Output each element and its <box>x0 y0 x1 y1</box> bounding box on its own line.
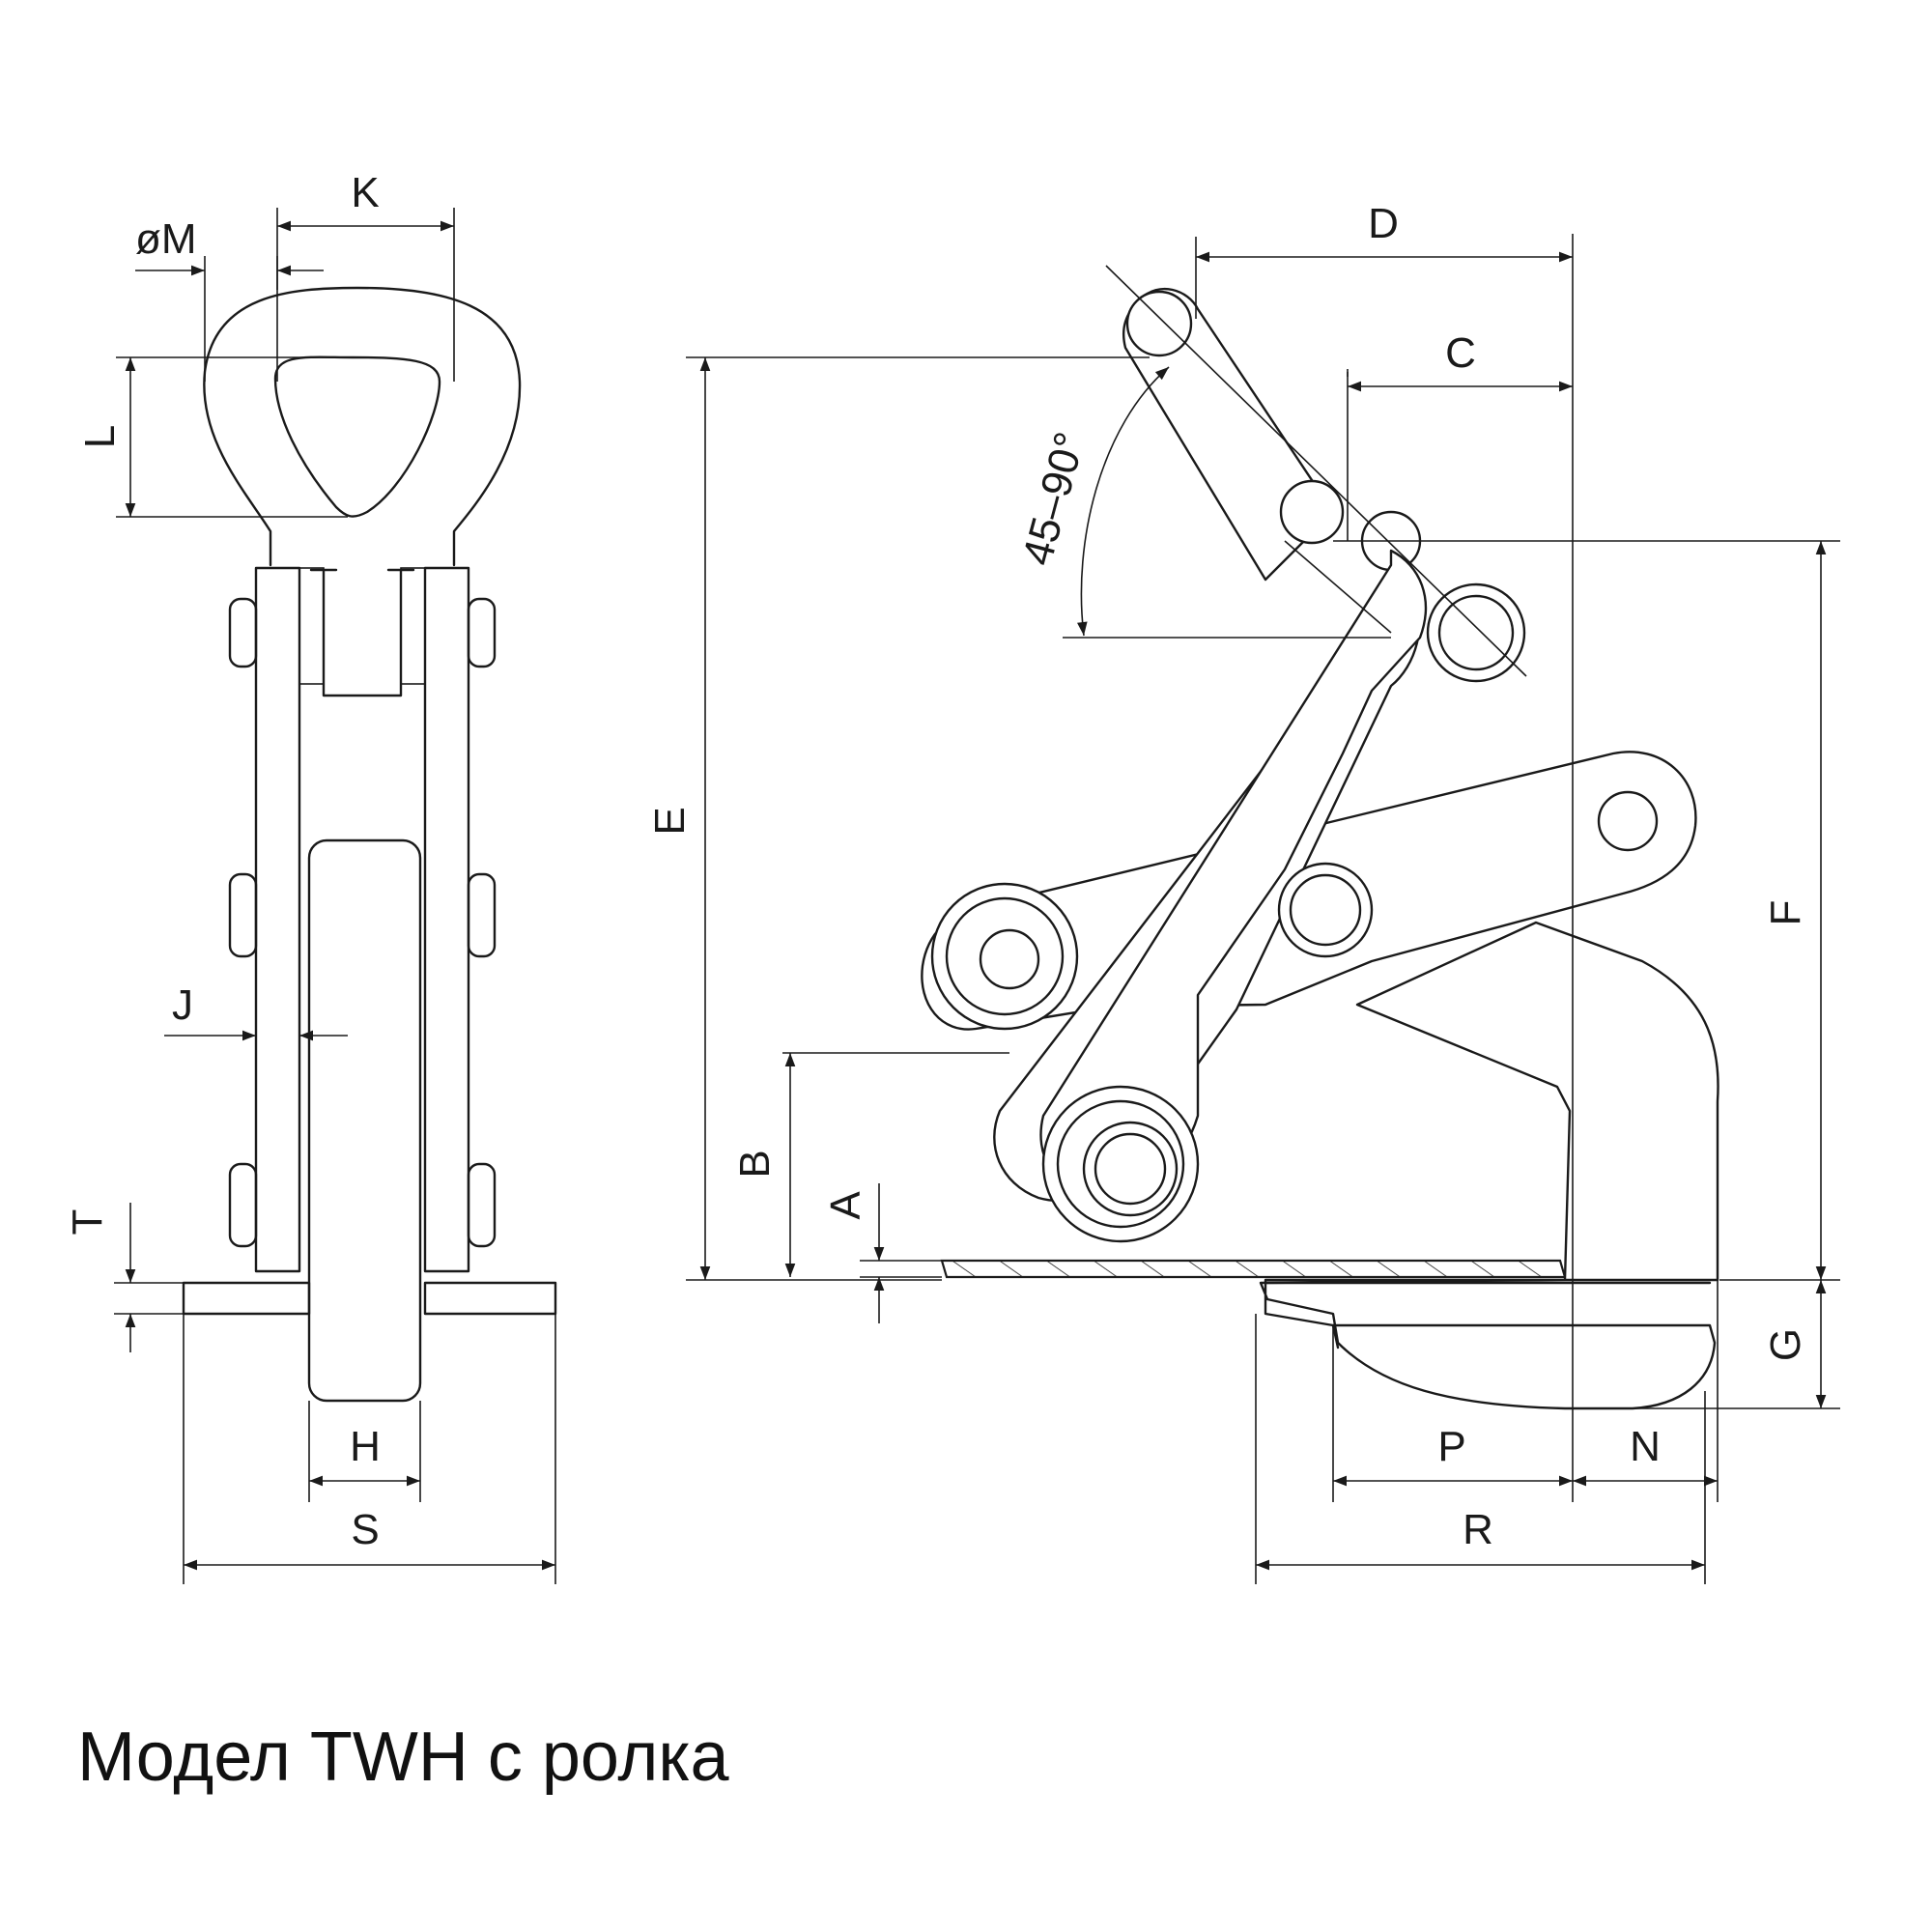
central-roller <box>307 838 422 1403</box>
dim-label-F: F <box>1762 900 1809 926</box>
model-caption: Модел TWH с ролка <box>77 1719 729 1796</box>
dim-label-T: T <box>64 1209 111 1236</box>
dim-S: S <box>183 1314 556 1584</box>
angle-label: 45–90° <box>1013 427 1094 570</box>
left-inner-plate <box>298 567 325 685</box>
dim-label-G: G <box>1762 1328 1809 1361</box>
left-side-plate <box>254 566 301 1273</box>
dim-label-E: E <box>646 807 694 835</box>
dim-D: D <box>1195 200 1573 319</box>
dim-label-C: C <box>1445 329 1476 377</box>
dim-label-M: øM <box>135 215 197 263</box>
dim-label-K: K <box>351 169 379 216</box>
dim-T: T <box>64 1203 184 1352</box>
dim-label-J: J <box>172 981 193 1029</box>
dim-E: E <box>646 356 1150 1281</box>
dim-label-L: L <box>76 425 124 448</box>
dim-label-R: R <box>1463 1506 1493 1553</box>
dim-N: N <box>1573 1280 1719 1502</box>
dim-G: G <box>1565 1280 1840 1409</box>
dim-K: K <box>276 169 455 382</box>
dim-P: P <box>1332 1325 1573 1502</box>
dim-F: F <box>1719 541 1840 1281</box>
dim-R: R <box>1255 1314 1706 1584</box>
dim-C: C <box>1347 329 1573 392</box>
dim-L: L <box>76 356 367 518</box>
middle-pivot-pin <box>1277 862 1374 958</box>
workpiece-right <box>423 1281 557 1316</box>
right-inner-plate <box>400 567 426 685</box>
workpiece-left <box>182 1281 311 1316</box>
side-view: 45–90° D C E B <box>646 200 1840 1584</box>
dim-H: H <box>308 1401 421 1502</box>
dim-label-H: H <box>350 1423 381 1470</box>
front-view: K øM L J T <box>64 169 557 1584</box>
dim-label-B: B <box>731 1150 779 1178</box>
dim-A: A <box>822 1183 942 1323</box>
lower-roller-hub <box>1082 1121 1179 1217</box>
dim-label-D: D <box>1368 200 1399 247</box>
dim-label-P: P <box>1437 1423 1465 1470</box>
handle-pin-upper <box>1279 479 1345 545</box>
fixed-jaw <box>1259 921 1719 1410</box>
lifting-eye <box>203 286 522 567</box>
dim-M: øM <box>135 215 324 382</box>
dim-label-N: N <box>1630 1423 1661 1470</box>
dim-B: B <box>731 1052 1009 1277</box>
bolt-heads <box>228 597 497 1248</box>
dim-J: J <box>164 981 348 1041</box>
upper-roller-axle <box>979 928 1040 990</box>
link-arm-pin <box>1597 790 1659 852</box>
lifting-eye-hole <box>273 355 441 518</box>
dim-label-A: A <box>822 1191 869 1220</box>
handle-knob <box>1125 290 1193 357</box>
dim-label-S: S <box>351 1506 379 1553</box>
hatched-plate <box>940 1259 1567 1279</box>
right-side-plate <box>423 566 470 1273</box>
top-pivot-pin <box>1426 582 1526 683</box>
